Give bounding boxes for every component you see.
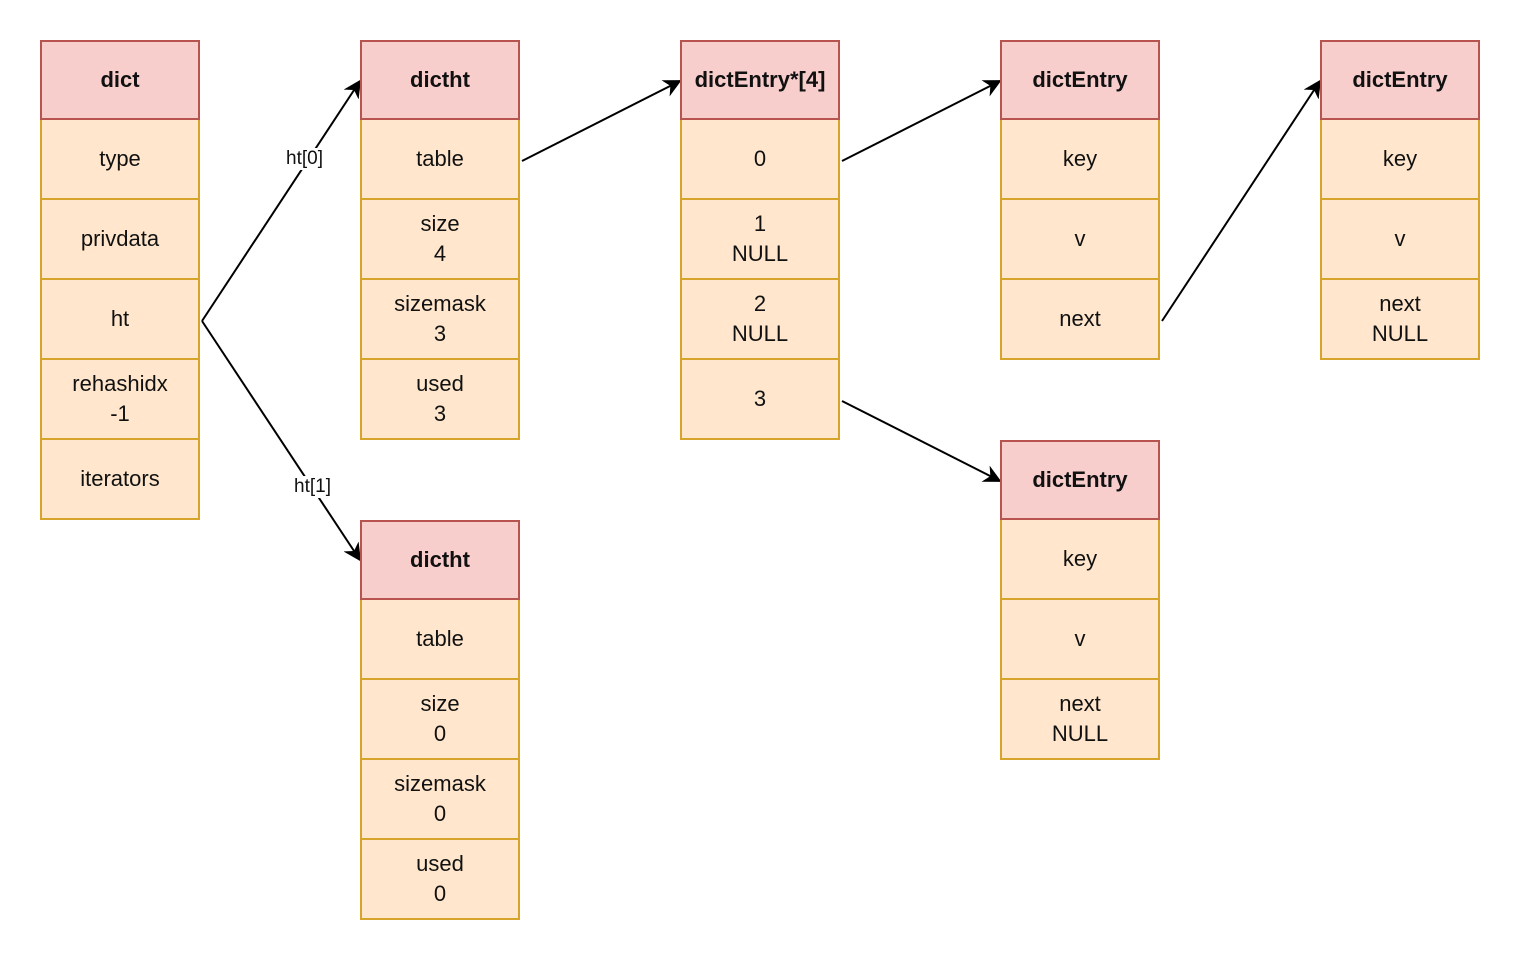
struct-header: dictEntry <box>1000 440 1160 520</box>
field-text: -1 <box>110 401 130 426</box>
field-text: next <box>1379 291 1421 316</box>
struct-field: rehashidx -1 <box>40 360 200 440</box>
arrow-table <box>521 80 682 162</box>
arrow-ht0 <box>201 79 361 322</box>
struct-field: used 3 <box>360 360 520 440</box>
field-text: iterators <box>80 466 160 491</box>
field-text: 4 <box>433 241 447 266</box>
field-text: key <box>1382 146 1418 171</box>
struct-field: next <box>1000 280 1160 360</box>
struct-field: v <box>1000 200 1160 280</box>
field-text: key <box>1062 146 1098 171</box>
field-text: used <box>416 851 464 876</box>
field-text: v <box>1074 226 1086 251</box>
field-text: 3 <box>433 321 447 346</box>
field-text: table <box>416 626 464 651</box>
field-text: 2 <box>753 291 767 316</box>
struct-field: sizemask 0 <box>360 760 520 840</box>
field-text: v <box>1394 226 1406 251</box>
field-text: 1 <box>753 211 767 236</box>
struct-header: dictht <box>360 520 520 600</box>
struct-field: iterators <box>40 440 200 520</box>
struct-field: used 0 <box>360 840 520 920</box>
field-text: type <box>99 146 141 171</box>
field-text: 0 <box>433 881 447 906</box>
field-text: sizemask <box>394 291 486 316</box>
field-text: size <box>420 691 460 716</box>
struct-header: dict <box>40 40 200 120</box>
struct-field: v <box>1000 600 1160 680</box>
dict-struct: dict type privdata ht rehashidx -1 iterators <box>40 40 200 520</box>
struct-field: key <box>1320 120 1480 200</box>
field-text: NULL <box>1051 721 1109 746</box>
struct-header: dictEntry*[4] <box>680 40 840 120</box>
field-text: next <box>1059 691 1101 716</box>
field-text: key <box>1062 546 1098 571</box>
field-text: used <box>416 371 464 396</box>
struct-field: type <box>40 120 200 200</box>
struct-header: dictht <box>360 40 520 120</box>
field-text: 0 <box>433 721 447 746</box>
struct-field: ht <box>40 280 200 360</box>
struct-field: 0 <box>680 120 840 200</box>
struct-field: sizemask 3 <box>360 280 520 360</box>
arrow-slot-0 <box>841 80 1002 162</box>
field-text: ht <box>110 306 130 331</box>
struct-header: dictEntry <box>1000 40 1160 120</box>
edge-label-ht1: ht[1] <box>292 476 333 498</box>
struct-field: privdata <box>40 200 200 280</box>
dictentry-struct-a: dictEntry key v next <box>1000 40 1160 360</box>
struct-field: size 0 <box>360 680 520 760</box>
field-text: size <box>420 211 460 236</box>
field-text: NULL <box>731 241 789 266</box>
struct-field: v <box>1320 200 1480 280</box>
field-text: sizemask <box>394 771 486 796</box>
field-text: rehashidx <box>72 371 168 396</box>
struct-field: table <box>360 120 520 200</box>
field-text: NULL <box>1371 321 1429 346</box>
struct-field: key <box>1000 520 1160 600</box>
arrow-slot-3 <box>841 400 1002 482</box>
dictht-1-struct: dictht table size 0 sizemask 0 used 0 <box>360 520 520 920</box>
arrow-next <box>1161 79 1321 322</box>
struct-field: table <box>360 600 520 680</box>
field-text: v <box>1074 626 1086 651</box>
struct-field: size 4 <box>360 200 520 280</box>
field-text: 0 <box>433 801 447 826</box>
field-text: next <box>1059 306 1101 331</box>
dictht-0-struct: dictht table size 4 sizemask 3 used 3 <box>360 40 520 440</box>
struct-field: 3 <box>680 360 840 440</box>
field-text: 0 <box>753 146 767 171</box>
arrow-ht1 <box>201 320 361 562</box>
field-text: 3 <box>753 386 767 411</box>
edge-label-ht0: ht[0] <box>284 148 325 170</box>
struct-field: key <box>1000 120 1160 200</box>
struct-header: dictEntry <box>1320 40 1480 120</box>
field-text: privdata <box>80 226 160 251</box>
field-text: table <box>416 146 464 171</box>
field-text: NULL <box>731 321 789 346</box>
field-text: 3 <box>433 401 447 426</box>
